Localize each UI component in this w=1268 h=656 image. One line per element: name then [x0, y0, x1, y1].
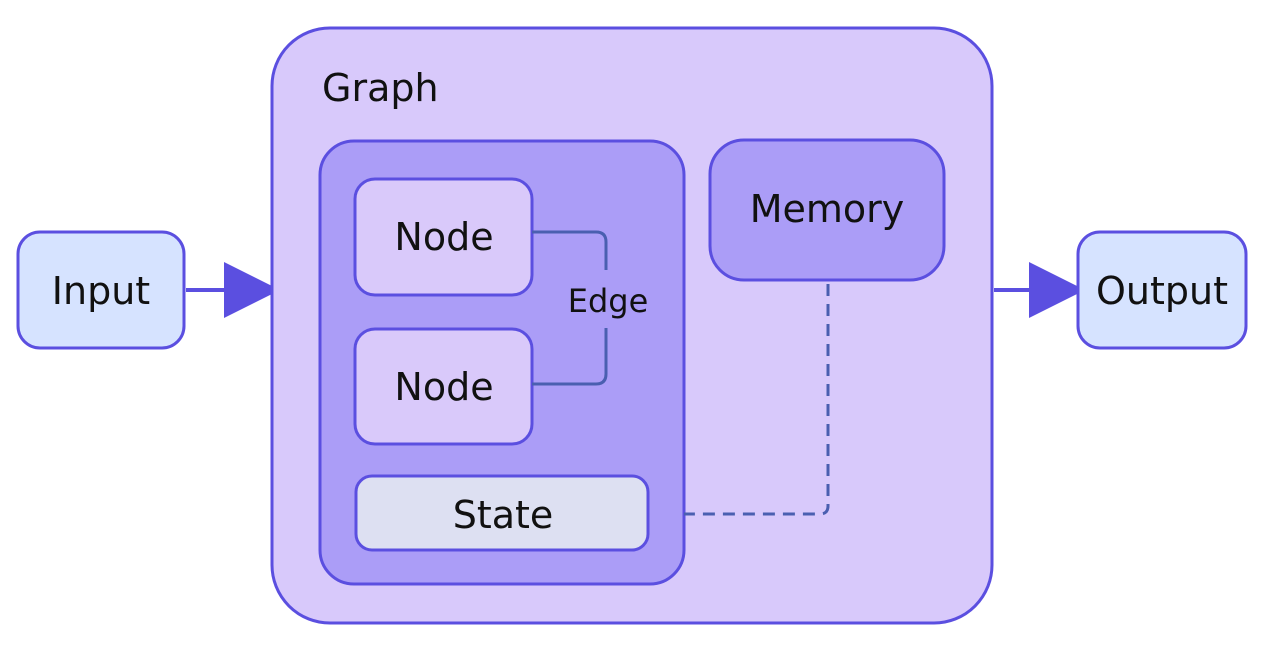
node-bottom-box — [353, 327, 534, 446]
node-bottom-block: Node — [353, 327, 534, 446]
state-label: State — [453, 493, 554, 537]
output-block: Output — [1076, 230, 1248, 350]
output-box — [1076, 230, 1248, 350]
state-block: State — [354, 474, 650, 552]
node-bottom-label: Node — [394, 365, 493, 409]
input-label: Input — [52, 269, 150, 313]
edge-connector — [532, 230, 608, 386]
node-top-label: Node — [394, 215, 493, 259]
input-box — [16, 230, 186, 350]
memory-state-dashed-connector — [684, 284, 830, 516]
edge-label: Edge — [568, 282, 649, 320]
input-block: Input — [16, 230, 186, 350]
graph-title: Graph — [322, 66, 439, 110]
state-box — [354, 474, 650, 552]
node-top-block: Node — [353, 177, 534, 297]
output-label: Output — [1096, 269, 1228, 313]
memory-label: Memory — [750, 187, 905, 231]
memory-box — [708, 138, 946, 282]
node-top-box — [353, 177, 534, 297]
memory-block: Memory — [708, 138, 946, 282]
